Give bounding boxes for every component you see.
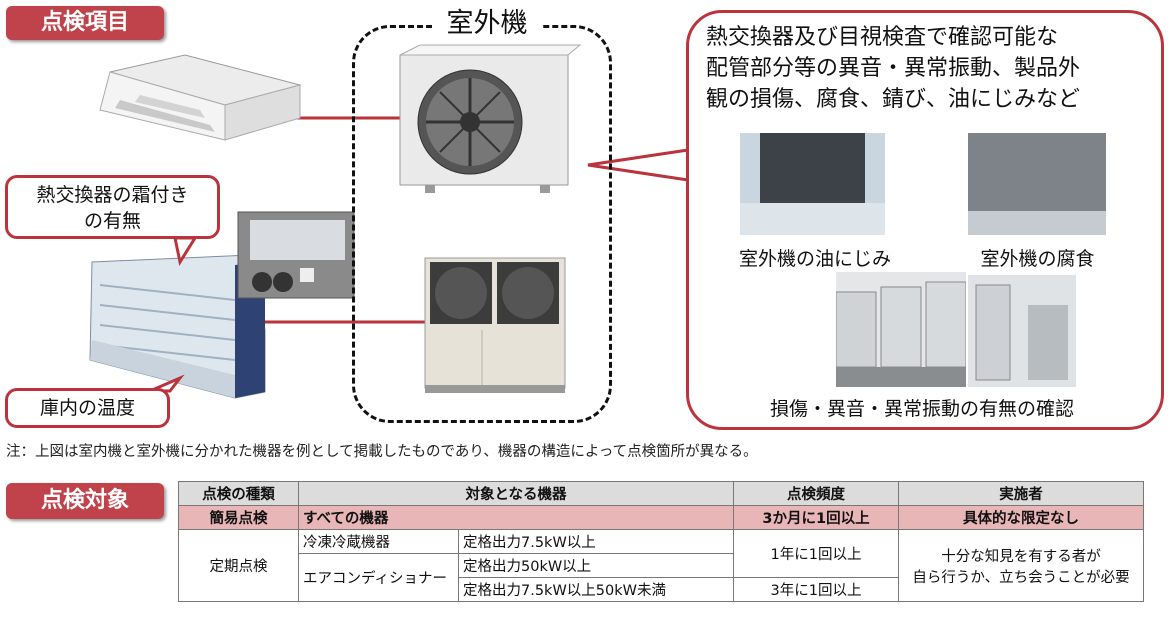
callout-text: の有無 [83, 210, 141, 232]
table-cell: 定格出力50kW以上 [458, 553, 734, 578]
table-cell: 十分な知見を有する者が 自ら行うか、立ち会うことが必要 [898, 529, 1144, 602]
outdoor-unit-region [352, 25, 612, 423]
table-cell: すべての機器 [298, 505, 734, 530]
table-cell: 3か月に1回以上 [733, 505, 899, 530]
outdoor-unit-multi-image [424, 257, 566, 393]
damage-check-photo [836, 272, 966, 387]
col-header: 実施者 [898, 481, 1144, 506]
outdoor-unit-fan-image [399, 44, 582, 193]
heat-exchanger-frost-photo [237, 211, 355, 299]
table-row: 定格出力7.5kW以上50kW未満 3年に1回以上 [179, 577, 1144, 602]
inspection-items-label: 点検項目 [6, 6, 164, 40]
ceiling-cassette-image [99, 54, 302, 141]
table-cell: 定格出力7.5kW以上 [458, 529, 734, 554]
table-cell-line: 十分な知見を有する者が [941, 548, 1101, 565]
table-cell: 冷凍冷蔵機器 [298, 529, 459, 554]
bubble-text-line: 観の損傷、腐食、錆び、油にじみなど [706, 87, 1081, 112]
frost-callout: 熱交換器の霜付き の有無 [5, 175, 220, 239]
table-row: 定期点検 冷凍冷蔵機器 定格出力7.5kW以上 1年に1回以上 十分な知見を有す… [178, 529, 1144, 602]
table-cell: 簡易点検 [178, 505, 299, 530]
table-cell: 3年に1回以上 [733, 577, 899, 602]
table-cell-line: 自ら行うか、立ち会うことが必要 [912, 569, 1130, 586]
bubble-text-line: 配管部分等の異音・異常振動、製品外 [706, 56, 1081, 81]
outdoor-unit-title: 室外機 [432, 6, 542, 42]
table-header-row: 点検の種類 対象となる機器 点検頻度 実施者 [178, 481, 1144, 506]
col-header: 点検頻度 [733, 481, 899, 506]
corrosion-photo [968, 133, 1106, 235]
col-header: 点検の種類 [178, 481, 299, 506]
illustrations [89, 44, 690, 399]
table-cell: 具体的な限定なし [898, 505, 1144, 530]
table-row: 簡易点検 すべての機器 3か月に1回以上 具体的な限定なし [178, 505, 1144, 530]
oil-leak-photo [740, 133, 885, 235]
temperature-callout: 庫内の温度 [5, 388, 170, 428]
oil-leak-caption: 室外機の油にじみ [738, 248, 891, 270]
table-cell: 1年に1回以上 [733, 529, 899, 578]
col-header: 対象となる機器 [298, 481, 734, 506]
table-cell: 定期点検 [178, 529, 299, 602]
table-row: エアコンディショナー 定格出力50kW以上 [179, 553, 1144, 602]
inspection-target-label: 点検対象 [6, 483, 164, 519]
table-cell: エアコンディショナー [298, 553, 459, 602]
footnote: 注：上図は室内機と室外機に分かれた機器を例として掲載したものであり、機器の構造に… [6, 444, 758, 460]
table-cell: 定格出力7.5kW以上50kW未満 [458, 577, 734, 602]
inspection-target-table: 点検の種類 対象となる機器 点検頻度 実施者 簡易点検 すべての機器 3か月に1… [178, 481, 1144, 602]
bubble-text-line: 熱交換器及び目視検査で確認可能な [706, 25, 1059, 50]
inspection-points-text: 熱交換器及び目視検査で確認可能な 配管部分等の異音・異常振動、製品外 観の損傷、… [706, 22, 1156, 115]
callout-text: 熱交換器の霜付き [36, 184, 189, 206]
damage-check-caption: 損傷・異音・異常振動の有無の確認 [769, 398, 1074, 420]
damage-check-photo-2 [968, 275, 1076, 387]
corrosion-caption: 室外機の腐食 [980, 248, 1095, 270]
